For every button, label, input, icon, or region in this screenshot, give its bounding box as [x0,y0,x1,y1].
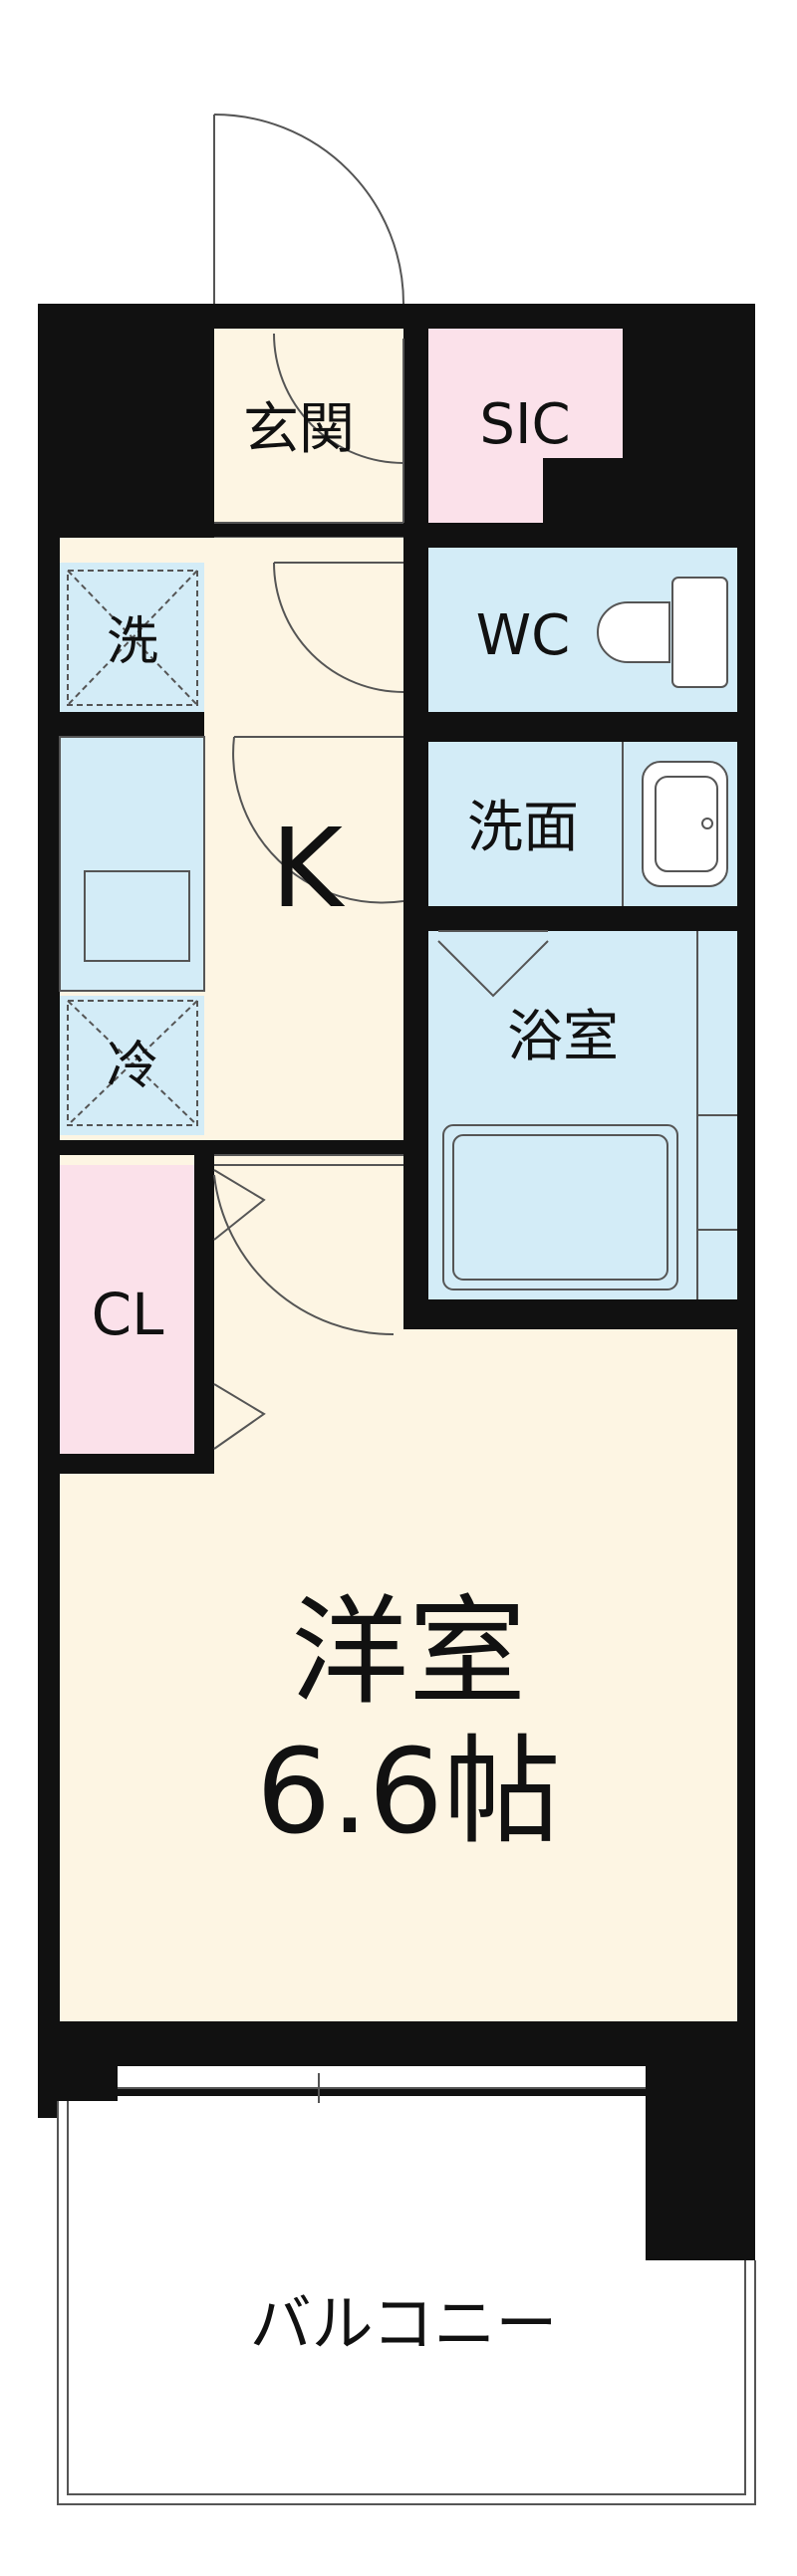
balcony [38,2021,756,2505]
balcony-label: バルコニー [250,2287,558,2360]
bathtub-icon [442,931,737,1299]
washer-box [67,570,198,706]
washroom-label: 洗面 [467,796,579,860]
kitchen-sink [59,736,205,992]
genkan-label: 玄関 [243,397,355,462]
western-room-label: 洋室 [291,1583,526,1721]
entry-door [213,114,404,305]
washer-label: 洗 [107,612,158,672]
fridge-label: 冷 [107,1037,158,1096]
closet [60,1165,194,1454]
fridge-space [60,996,204,1135]
washbasin-icon [622,742,728,906]
fridge-box [67,1000,198,1126]
kitchen-label: K [271,805,346,932]
wc-label: WC [476,603,570,668]
toilet-icon [597,577,728,688]
door-swings [213,333,549,1450]
kitchen-counter [60,737,204,991]
balcony-area [58,2066,755,2504]
sic-label: SIC [479,392,570,457]
sic-closet [428,329,623,523]
closet-label: CL [92,1281,164,1348]
genkan-floor [214,329,403,523]
interior-walls [38,329,737,1474]
western-room-size-label: 6.6帖 [256,1723,561,1860]
bath-label: 浴室 [507,1005,619,1069]
